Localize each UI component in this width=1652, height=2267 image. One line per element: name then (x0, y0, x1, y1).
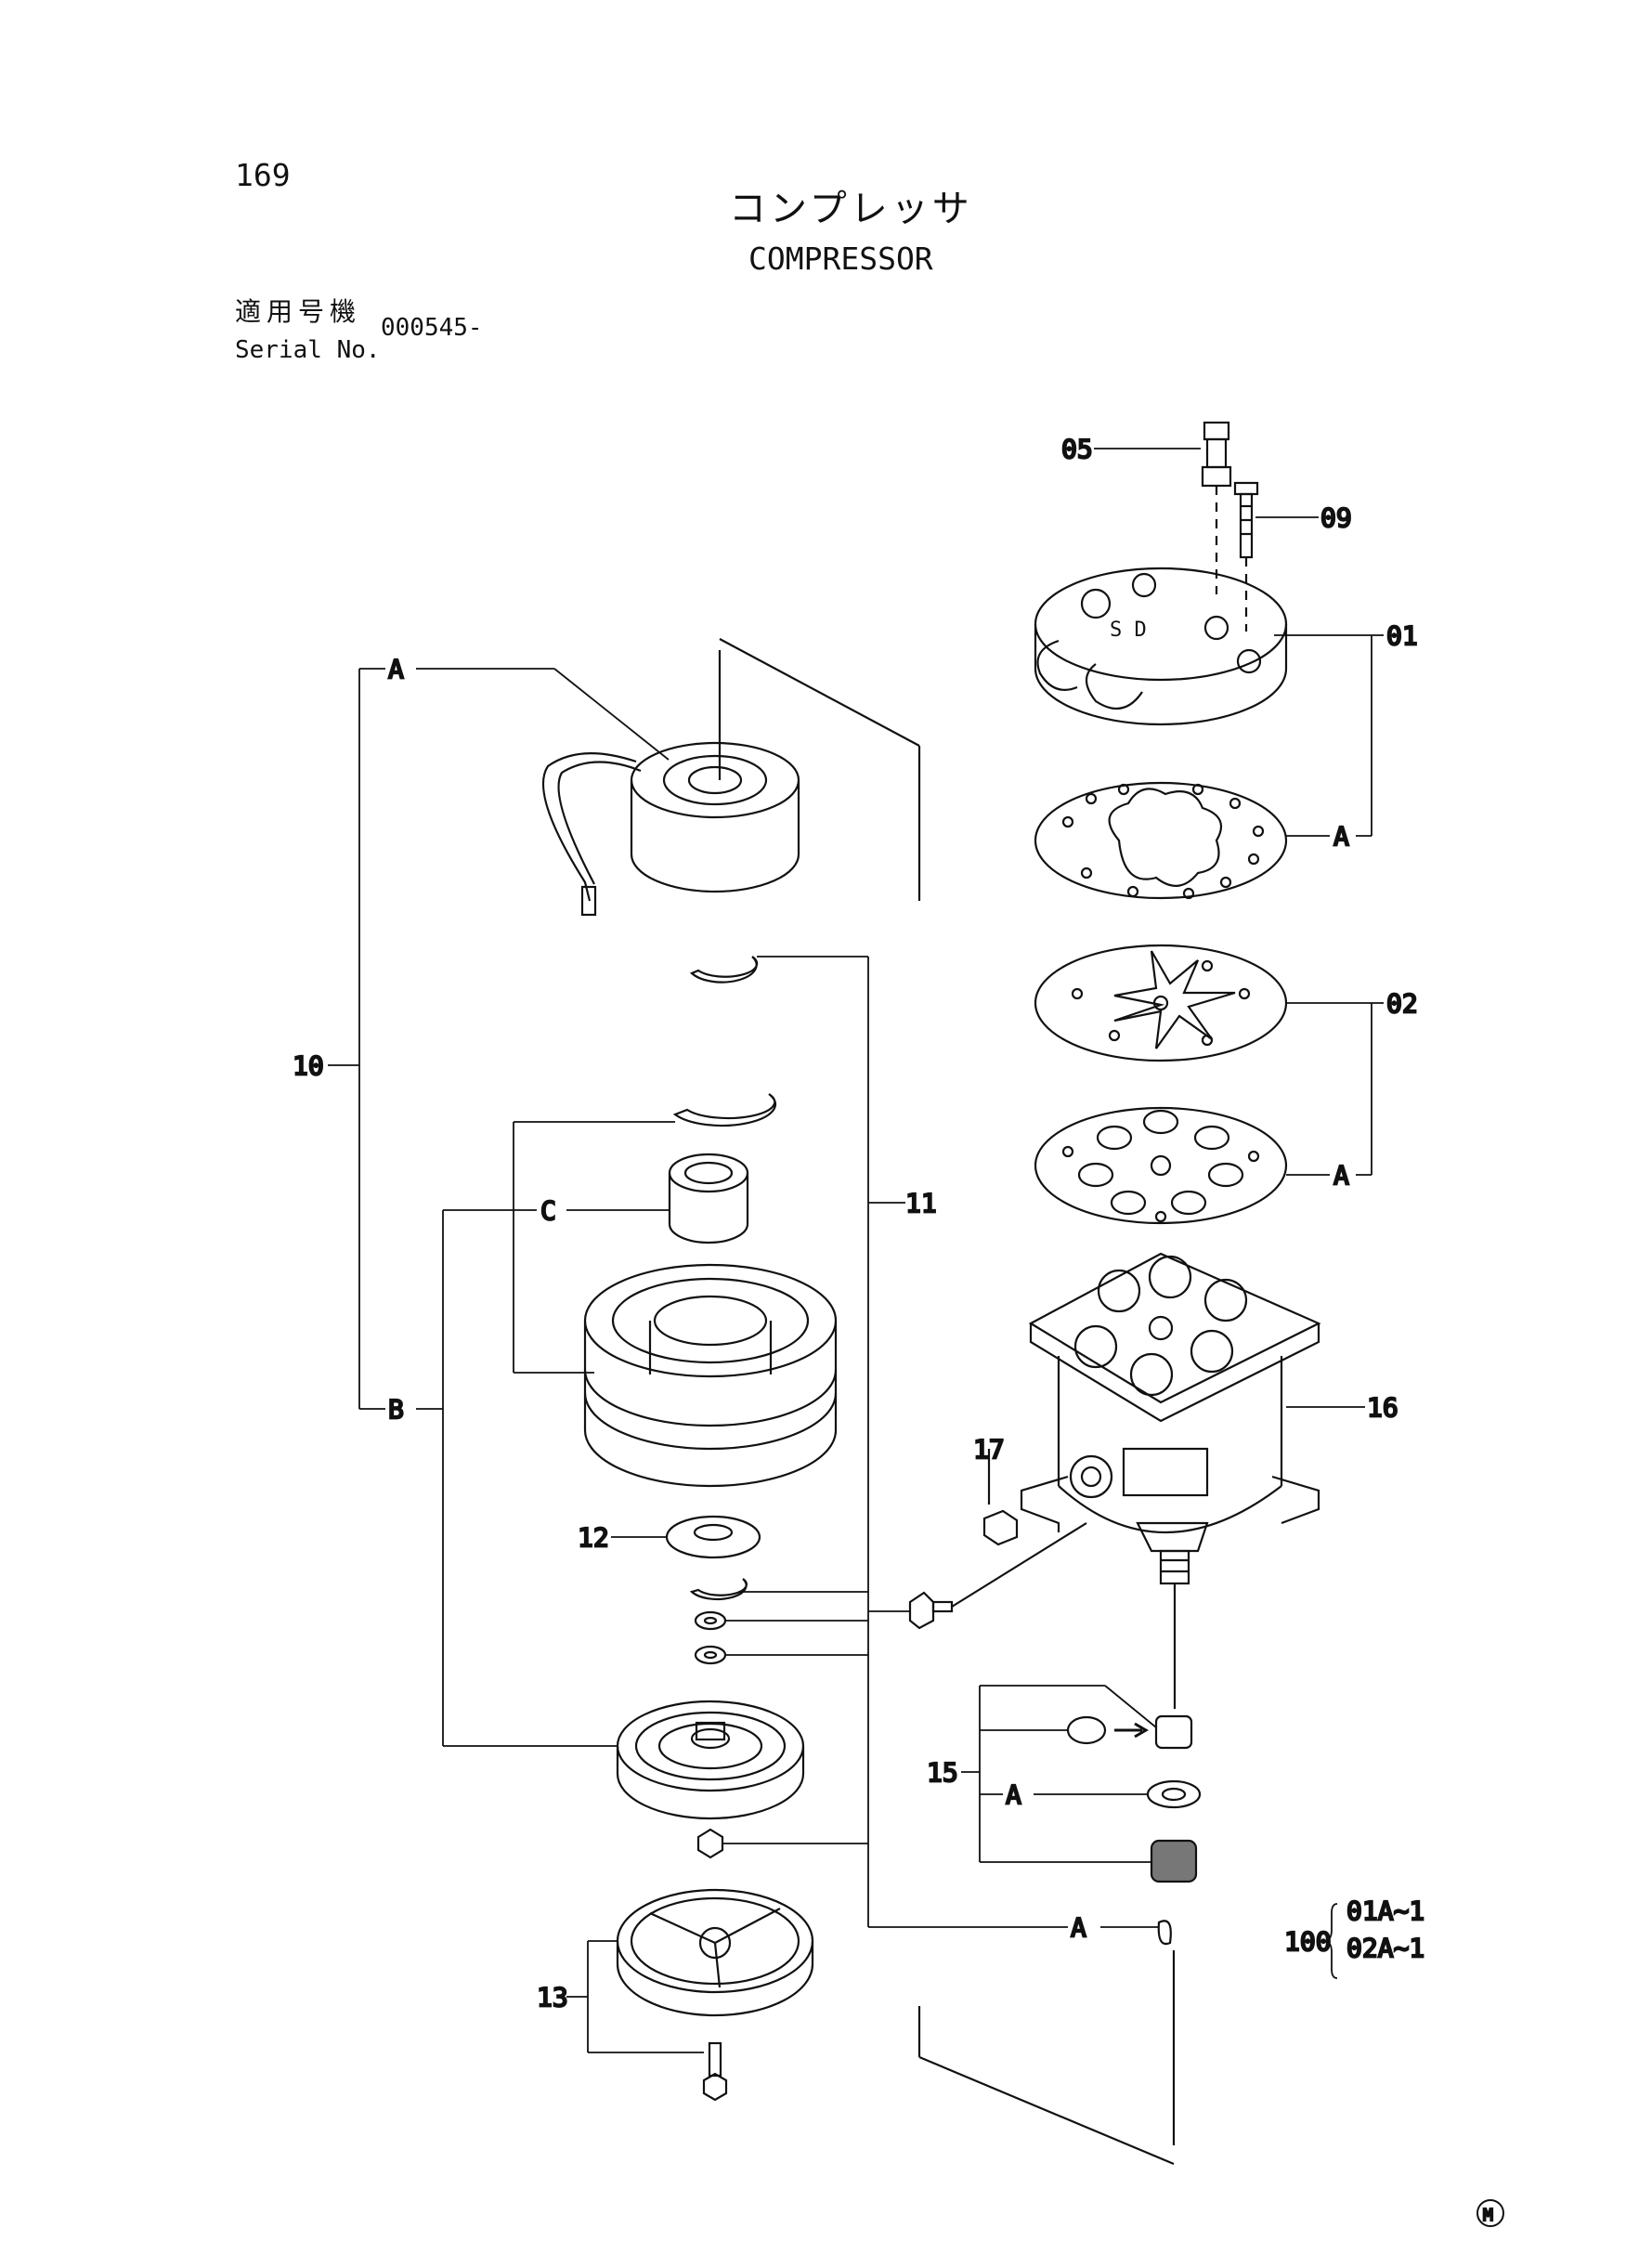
callout-09: 09 (1320, 502, 1352, 533)
callout-11: 11 (905, 1188, 937, 1218)
kit-item: 01A~1 (1346, 1896, 1424, 1926)
part-09-bolt (1233, 481, 1259, 632)
callout-17: 17 (973, 1434, 1005, 1465)
serial-label-japanese: 適用号機 (235, 296, 362, 327)
callout-01: 01 (1386, 620, 1418, 651)
group-letter-a: A (1071, 1912, 1086, 1943)
snap-ring (689, 956, 759, 984)
snap-ring-large (672, 1093, 777, 1127)
group-letter-a: A (1333, 1160, 1349, 1191)
svg-text:S D: S D (1110, 619, 1147, 642)
group-letter-a: A (1006, 1779, 1021, 1810)
snap-ring-small (689, 1578, 748, 1601)
callout-16: 16 (1367, 1392, 1398, 1423)
part-02-reed-valve (1034, 944, 1288, 1062)
part-12-shim (665, 1515, 761, 1559)
nut (696, 1828, 724, 1859)
part-15-seal-kit (917, 1714, 1202, 2166)
bearing (668, 1153, 749, 1244)
part-05-fitting (1201, 421, 1232, 594)
kit-number: 100 (1284, 1926, 1332, 1957)
page-title: COMPRESSOR (748, 241, 933, 277)
serial-value: 000545- (381, 314, 483, 342)
callout-13: 13 (537, 1982, 568, 2013)
armature-plate (616, 1700, 805, 1820)
pulley (583, 1263, 838, 1488)
callout-12: 12 (578, 1522, 609, 1553)
callout-05: 05 (1061, 434, 1093, 464)
part-13-dust-cover (616, 1888, 814, 2017)
leader-lines (328, 448, 1384, 2053)
cover-bolt (702, 2041, 728, 2102)
page-title-japanese: コンプレッサ (729, 188, 973, 230)
group-letter-a: A (1333, 821, 1349, 852)
group-letter-b: B (388, 1394, 404, 1425)
part-17-plug (982, 1449, 1019, 1546)
callout-10: 10 (293, 1050, 324, 1081)
callout-15: 15 (927, 1757, 958, 1788)
kit-item: 02A~1 (1346, 1933, 1424, 1963)
group-letter-c: C (540, 1195, 556, 1226)
group-letter-a: A (388, 654, 404, 684)
valve-gasket (1034, 781, 1288, 900)
corner-mark: M (1483, 2206, 1493, 2225)
part-16-compressor-body (1020, 1252, 1321, 1709)
clamp (908, 1522, 1087, 1630)
washer (694, 1610, 727, 1665)
part-01-cylinder-head: S D (1034, 567, 1288, 726)
clutch-field-coil (541, 638, 921, 917)
callout-02: 02 (1386, 988, 1418, 1019)
serial-label: Serial No. (235, 336, 381, 364)
valve-plate (1034, 1106, 1288, 1225)
page-number: 169 (235, 157, 291, 193)
